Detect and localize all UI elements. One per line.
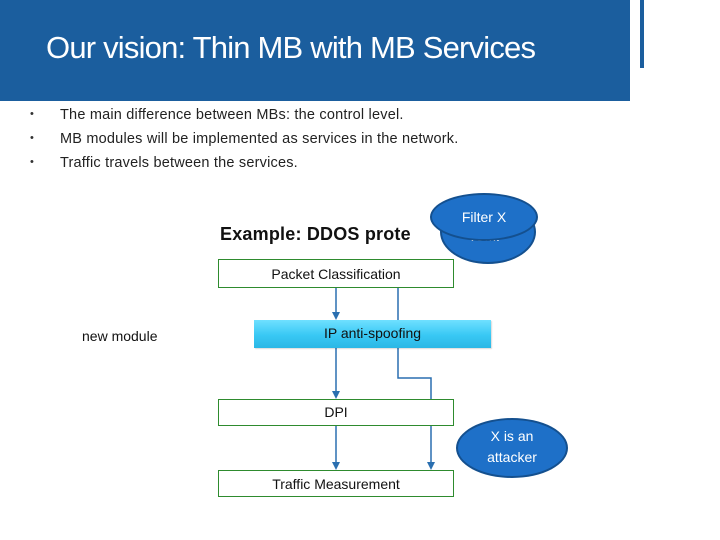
title-decoration-line xyxy=(640,0,644,68)
ip-anti-spoofing-box: IP anti-spoofing xyxy=(254,320,491,348)
traffic-measurement-label: Traffic Measurement xyxy=(272,475,400,492)
traffic-measurement-box: Traffic Measurement xyxy=(218,470,454,497)
packet-classification-box: Packet Classification xyxy=(218,259,454,288)
title-accent-bar xyxy=(604,0,630,101)
bullet-text: The main difference between MBs: the con… xyxy=(60,107,404,123)
attacker-callout-line-2: attacker xyxy=(487,449,537,465)
example-heading: Example: DDOS prote xyxy=(220,224,411,244)
flow-arrow-bypass-path xyxy=(397,287,435,470)
title-decoration-line xyxy=(629,0,630,101)
bullet-text: Traffic travels between the services. xyxy=(60,155,298,171)
filter-x-callout: Filter X xyxy=(430,193,538,241)
ip-anti-spoofing-label: IP anti-spoofing xyxy=(323,325,422,341)
bullet-text: MB modules will be implemented as servic… xyxy=(60,131,459,147)
dpi-box: DPI xyxy=(218,399,454,426)
new-module-label: new module xyxy=(82,328,158,344)
filter-x-callout-label: Filter X xyxy=(461,209,507,225)
attacker-callout-line-1: X is an xyxy=(490,428,534,444)
attacker-callout: X is an attacker xyxy=(456,418,568,478)
packet-classification-label: Packet Classification xyxy=(271,265,401,282)
bullet-dot-icon: • xyxy=(30,132,34,144)
bullet-dot-icon: • xyxy=(30,108,34,120)
dpi-label: DPI xyxy=(324,404,348,420)
title-bar xyxy=(0,0,604,101)
slide-title: Our vision: Thin MB with MB Services xyxy=(46,30,536,65)
bullet-dot-icon: • xyxy=(30,156,34,168)
